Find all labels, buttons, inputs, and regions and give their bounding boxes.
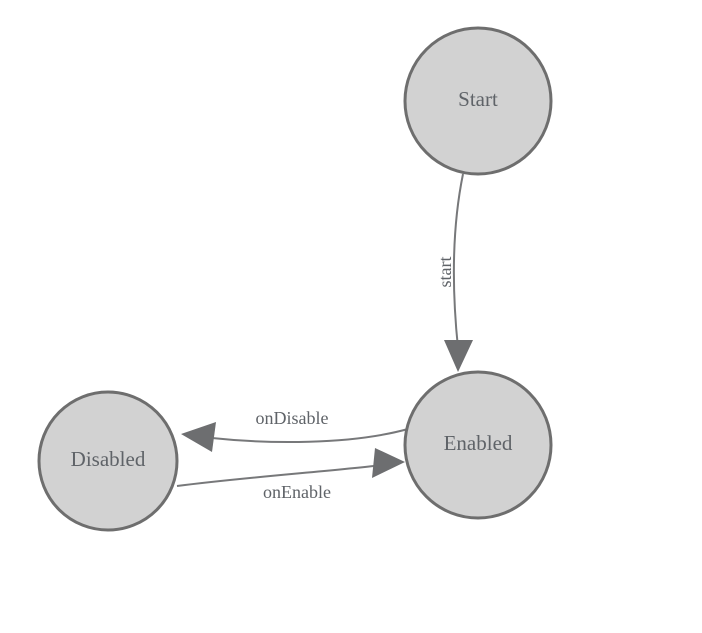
edge-path-enabled-to-disabled <box>211 428 409 444</box>
node-circle-disabled <box>37 390 179 532</box>
node-group: Start Enabled Disabled <box>37 26 553 532</box>
node-label-start: Start <box>458 87 498 111</box>
edge-enabled-to-disabled[interactable]: onDisable <box>181 408 409 452</box>
edge-label-onenable: onEnable <box>263 482 331 502</box>
arrowhead-start-to-enabled <box>444 340 473 372</box>
edge-group: start onDisable onEnable <box>176 173 473 502</box>
node-circle-enabled <box>403 370 553 520</box>
edge-path-start-to-enabled <box>452 173 464 349</box>
edge-label-start: start <box>435 257 455 288</box>
edge-disabled-to-enabled[interactable]: onEnable <box>176 448 405 502</box>
edge-start-to-enabled[interactable]: start <box>435 173 473 372</box>
edge-path-disabled-to-enabled <box>176 465 375 487</box>
node-start[interactable]: Start <box>403 26 553 176</box>
edge-label-ondisable: onDisable <box>256 408 329 428</box>
node-disabled[interactable]: Disabled <box>37 390 179 532</box>
node-circle-start <box>403 26 553 176</box>
arrowhead-disabled-to-enabled <box>372 448 405 478</box>
node-label-disabled: Disabled <box>71 447 146 471</box>
node-label-enabled: Enabled <box>444 431 513 455</box>
arrowhead-enabled-to-disabled <box>181 422 216 452</box>
node-enabled[interactable]: Enabled <box>403 370 553 520</box>
